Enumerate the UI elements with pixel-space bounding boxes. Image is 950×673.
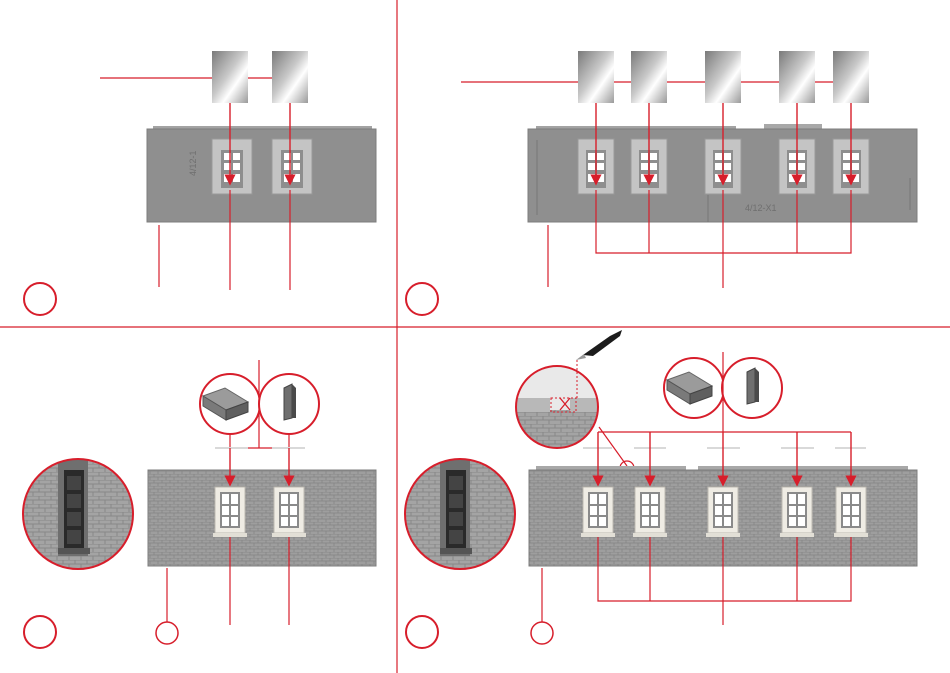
window-sill-icon: [664, 358, 724, 418]
panel-bottom-right: [400, 330, 917, 648]
glass-pane-icon: [272, 51, 308, 103]
window-frame: [213, 487, 247, 537]
detail-inset: [400, 455, 520, 575]
window-frame: [780, 487, 814, 537]
part-number: 4/12-1: [188, 150, 198, 176]
step-circle: [406, 283, 438, 315]
window-sill-icon: [200, 374, 260, 434]
step-circle: [24, 283, 56, 315]
cut-detail-inset: [515, 365, 605, 450]
panel-top-left: 4/12-1: [24, 51, 376, 315]
glass-pane-icon: [833, 51, 869, 103]
part-reference-circle: [531, 622, 553, 644]
brick-wall-panel: [148, 470, 376, 566]
window-frame: [272, 487, 306, 537]
glass-pane-icon: [705, 51, 741, 103]
window-frame: [706, 487, 740, 537]
window-frame: [581, 487, 615, 537]
glass-pane-icon: [578, 51, 614, 103]
window-frame: [272, 139, 312, 194]
panel-bottom-left: [20, 360, 376, 648]
glass-pane-icon: [631, 51, 667, 103]
step-circle: [24, 616, 56, 648]
step-circle: [406, 616, 438, 648]
window-sill-end-icon: [259, 374, 319, 434]
window-frame: [212, 139, 252, 194]
glass-pane-icon: [779, 51, 815, 103]
part-reference-circle: [156, 622, 178, 644]
part-number: 4/12-X1: [745, 203, 777, 213]
glass-pane-icon: [212, 51, 248, 103]
panel-top-right: 4/12-X1: [406, 51, 917, 315]
window-frame: [633, 487, 667, 537]
detail-inset: [20, 455, 140, 575]
window-frame: [834, 487, 868, 537]
window-sill-end-icon: [722, 358, 782, 418]
wall-panel: [147, 129, 376, 222]
